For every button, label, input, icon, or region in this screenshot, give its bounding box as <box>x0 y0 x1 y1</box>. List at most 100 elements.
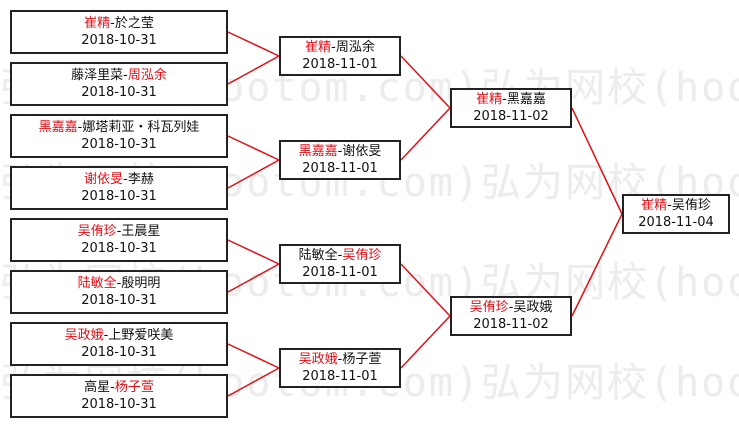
player-name: 黑嘉嘉 <box>298 144 338 159</box>
player-name: 藤泽里菜 <box>71 68 124 83</box>
player-name: 娜塔莉亚・科瓦列娃 <box>82 120 200 135</box>
match-date: 2018-10-31 <box>81 137 157 152</box>
player-separator: - <box>331 40 336 55</box>
match-players: 高星-杨子萱 <box>84 379 154 396</box>
match-players: 藤泽里菜-周泓余 <box>71 67 167 84</box>
player-separator: - <box>123 68 128 83</box>
bracket-connector-line <box>227 263 280 293</box>
player-name: 吴侑珍 <box>469 300 509 315</box>
player-name: 崔精 <box>641 198 668 213</box>
player-name: 谢依旻 <box>84 172 124 187</box>
bracket-connector-line <box>571 107 623 215</box>
match-players: 吴侑珍-吴政娥 <box>470 299 553 316</box>
match-date: 2018-10-31 <box>81 85 157 100</box>
player-name: 陆敏全 <box>298 248 338 263</box>
match-date: 2018-11-04 <box>638 215 714 230</box>
bracket-connector-line <box>571 213 623 317</box>
match-date: 2018-10-31 <box>81 293 157 308</box>
player-name: 周泓余 <box>335 40 375 55</box>
match-players: 吴政娥-杨子萱 <box>299 351 382 368</box>
player-separator: - <box>667 198 672 213</box>
match-players: 黑嘉嘉-娜塔莉亚・科瓦列娃 <box>39 119 200 136</box>
match-players: 崔精-於之莹 <box>84 15 154 32</box>
player-name: 周泓余 <box>127 68 167 83</box>
player-name: 殷明明 <box>121 276 161 291</box>
match-date: 2018-11-01 <box>302 57 378 72</box>
match-players: 谢依旻-李赫 <box>84 171 154 188</box>
player-name: 吴侑珍 <box>671 198 711 213</box>
match-date: 2018-11-01 <box>302 369 378 384</box>
match-players: 吴侑珍-王晨星 <box>78 223 161 240</box>
player-name: 崔精 <box>84 16 111 31</box>
bracket-connector-line <box>227 367 280 397</box>
player-name: 於之莹 <box>114 16 154 31</box>
bracket-connector-line <box>400 107 451 161</box>
player-name: 上野爱咲美 <box>108 328 174 343</box>
player-separator: - <box>116 276 122 291</box>
match-date: 2018-11-02 <box>473 109 549 124</box>
player-separator: - <box>77 120 83 135</box>
player-name: 吴侑珍 <box>77 224 117 239</box>
player-name: 崔精 <box>476 92 503 107</box>
player-name: 吴政娥 <box>513 300 553 315</box>
player-separator: - <box>337 248 343 263</box>
player-name: 吴政娥 <box>298 352 338 367</box>
bracket-connector-line <box>227 159 280 189</box>
player-name: 王晨星 <box>121 224 161 239</box>
bracket-connector-line <box>227 135 280 161</box>
match-date: 2018-10-31 <box>81 241 157 256</box>
player-name: 李赫 <box>127 172 154 187</box>
match-box-round-3: 崔精-黑嘉嘉 2018-11-02 <box>450 88 572 128</box>
bracket-connector-line <box>227 55 280 85</box>
bracket-connector-line <box>400 55 451 109</box>
player-name: 杨子萱 <box>342 352 382 367</box>
player-separator: - <box>508 300 514 315</box>
player-name: 杨子萱 <box>114 380 154 395</box>
player-name: 吴侑珍 <box>342 248 382 263</box>
match-date: 2018-10-31 <box>81 33 157 48</box>
match-date: 2018-10-31 <box>81 397 157 412</box>
bracket-connector-line <box>400 315 451 369</box>
player-separator: - <box>123 172 128 187</box>
match-players: 崔精-周泓余 <box>305 39 375 56</box>
player-separator: - <box>103 328 109 343</box>
player-name: 吴政娥 <box>64 328 104 343</box>
match-date: 2018-10-31 <box>81 345 157 360</box>
player-name: 黑嘉嘉 <box>38 120 78 135</box>
player-separator: - <box>116 224 122 239</box>
player-separator: - <box>337 144 343 159</box>
bracket-connector-line <box>400 263 451 317</box>
bracket-connector-line <box>227 239 280 265</box>
match-date: 2018-11-02 <box>473 317 549 332</box>
match-players: 吴政娥-上野爱咲美 <box>65 327 174 344</box>
player-separator: - <box>110 380 115 395</box>
player-name: 崔精 <box>305 40 332 55</box>
player-name: 黑嘉嘉 <box>506 92 546 107</box>
match-date: 2018-10-31 <box>81 189 157 204</box>
player-separator: - <box>110 16 115 31</box>
player-separator: - <box>502 92 507 107</box>
match-date: 2018-11-01 <box>302 265 378 280</box>
match-players: 陆敏全-吴侑珍 <box>299 247 382 264</box>
match-players: 崔精-吴侑珍 <box>641 197 711 214</box>
player-name: 谢依旻 <box>342 144 382 159</box>
match-date: 2018-11-01 <box>302 161 378 176</box>
match-players: 黑嘉嘉-谢依旻 <box>299 143 382 160</box>
match-players: 陆敏全-殷明明 <box>78 275 161 292</box>
bracket-connector-line <box>227 343 280 369</box>
player-separator: - <box>337 352 343 367</box>
